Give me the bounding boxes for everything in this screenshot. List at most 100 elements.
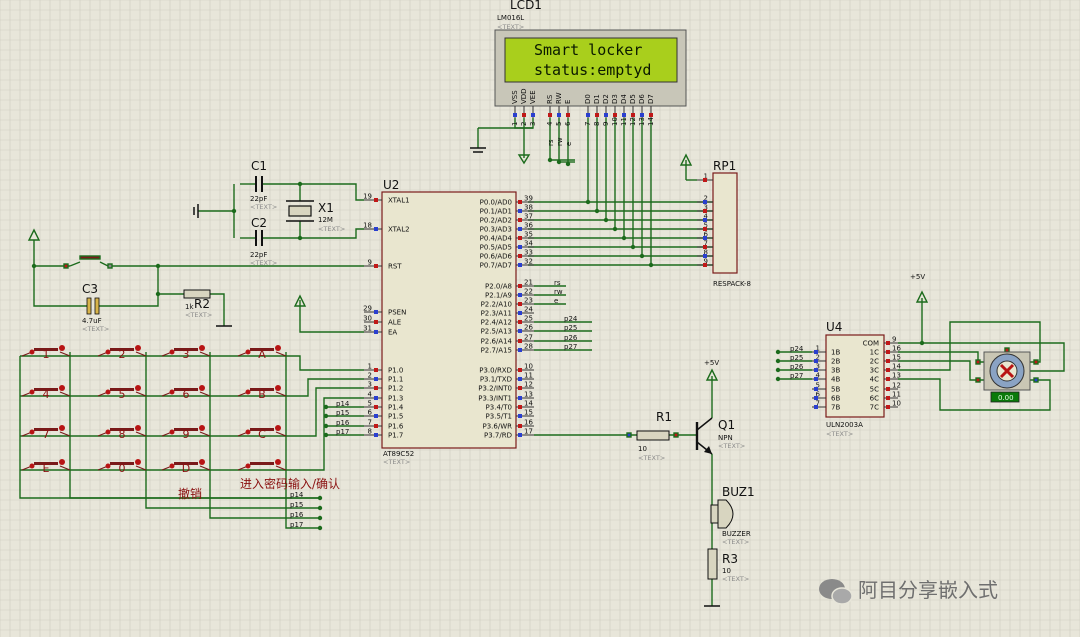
pin-marker <box>522 113 526 117</box>
keypad-key[interactable]: 0 <box>97 459 147 475</box>
rp1-pin-number: 5 <box>704 222 708 230</box>
pin-marker <box>557 113 561 117</box>
mcu-pin-number: 8 <box>368 428 372 436</box>
pin-marker <box>518 254 522 258</box>
x1-ref: X1 <box>318 201 334 215</box>
key-terminal <box>275 385 281 391</box>
junction <box>317 515 323 521</box>
pin-marker <box>703 200 707 204</box>
mcu-pin-name: P2.2/A10 <box>481 301 512 309</box>
mcu-body <box>381 191 517 449</box>
keypad-key[interactable]: 4 <box>21 385 71 401</box>
key-terminal <box>275 345 281 351</box>
mcu-pin-name: P2.6/A14 <box>481 338 513 346</box>
buzzer-buz1[interactable]: BUZ1 BUZZER <TEXT> <box>710 485 755 546</box>
keypad-key[interactable]: 2 <box>97 345 147 361</box>
power-arrow <box>705 368 719 381</box>
keypad-key[interactable]: 9 <box>161 425 211 441</box>
lcd-pin-number: 12 <box>629 117 637 126</box>
pin-marker <box>518 284 522 288</box>
pin-marker <box>814 387 818 391</box>
lcd-pin-label: RS <box>546 94 554 104</box>
uln-placeholder: <TEXT> <box>826 430 853 438</box>
uln-pin-name: 7C <box>870 404 879 412</box>
pin-marker <box>518 200 522 204</box>
keypad-key[interactable]: 1 <box>21 345 71 361</box>
keypad-key[interactable]: 8 <box>97 425 147 441</box>
pin-marker <box>673 432 679 438</box>
key-terminal <box>169 389 175 395</box>
junction <box>919 340 925 346</box>
key-label: 7 <box>43 428 50 441</box>
keypad-key[interactable]: E <box>21 459 71 475</box>
resistor-r3[interactable]: R3 10 <TEXT> <box>707 548 749 583</box>
lcd-line1: Smart locker <box>534 41 642 59</box>
mcu-pin-name: ALE <box>388 319 401 327</box>
key-label: 5 <box>119 388 126 401</box>
mcu-pin-name: P2.1/A9 <box>485 292 512 300</box>
keypad-key[interactable] <box>237 459 287 471</box>
keypad-key[interactable]: C <box>237 425 287 441</box>
uln-pin-number: 10 <box>892 400 901 408</box>
keypad-key[interactable]: 3 <box>161 345 211 361</box>
pin-marker <box>703 236 707 240</box>
lcd-pin-number: 2 <box>520 122 528 126</box>
pin-marker <box>886 396 890 400</box>
key-cap <box>250 428 274 431</box>
pin-marker <box>814 368 818 372</box>
mcu-pin-number: 21 <box>524 279 533 287</box>
key-terminal <box>105 389 111 395</box>
capacitor-c3[interactable]: C3 4.7uF <TEXT> <box>82 282 109 333</box>
key-cap <box>174 428 198 431</box>
uln-pin-number: 4 <box>816 372 821 380</box>
key-terminal <box>105 463 111 469</box>
pin-marker <box>1004 347 1010 353</box>
key-terminal <box>29 349 35 355</box>
pin-marker <box>518 405 522 409</box>
mcu-pin-number: 29 <box>363 305 372 313</box>
lcd-pin-number: 14 <box>647 117 655 126</box>
capacitor-c2[interactable]: C2 22pF <TEXT> <box>250 216 277 267</box>
key-cap <box>110 462 134 465</box>
r1-placeholder: <TEXT> <box>638 454 665 462</box>
lcd-component[interactable]: LCD1 LM016L <TEXT> Smart locker status:e… <box>494 0 687 146</box>
pin-marker <box>374 310 378 314</box>
resistor-r2[interactable]: R2 1k <TEXT> <box>183 289 212 319</box>
keypad-key[interactable]: B <box>237 385 287 401</box>
mcu-pin-number: 17 <box>524 428 533 436</box>
keypad-key[interactable]: 5 <box>97 385 147 401</box>
resistor-r1[interactable]: R1 10 <TEXT> <box>636 410 672 462</box>
pin-marker <box>374 330 378 334</box>
mcu-pin-number: 10 <box>524 363 533 371</box>
mcu-pin-number: 18 <box>363 222 372 230</box>
uln-pin-name: 5C <box>870 386 879 394</box>
uln-pin-number: 7 <box>816 400 820 408</box>
pin-marker <box>886 341 890 345</box>
pin-marker <box>640 113 644 117</box>
crystal-x1[interactable]: X1 12M <TEXT> <box>286 200 345 233</box>
rp1-pin-number: 2 <box>704 195 708 203</box>
keypad-key[interactable]: 7 <box>21 425 71 441</box>
uln-pin-name: 6C <box>870 395 879 403</box>
capacitor-c1[interactable]: C1 22pF <TEXT> <box>250 159 277 211</box>
uln-pin-number: 15 <box>892 354 901 362</box>
junction <box>639 253 645 259</box>
key-terminal <box>275 459 281 465</box>
keypad-key[interactable]: D <box>161 459 211 475</box>
lcd-pin-number: 10 <box>611 117 619 126</box>
mcu-pin-name: P2.5/A13 <box>481 328 512 336</box>
stepper-motor[interactable]: 0.00 <box>983 351 1031 403</box>
junction <box>317 525 323 531</box>
lcd-pin-number: 11 <box>620 117 628 126</box>
mcu-pin-number: 6 <box>368 409 373 417</box>
keypad-key[interactable]: 6 <box>161 385 211 401</box>
keypad-key[interactable]: A <box>237 345 287 361</box>
lcd-pin-label: D6 <box>638 94 646 104</box>
mcu-pin-name: P3.2/INT0 <box>478 385 512 393</box>
transistor-q1[interactable]: +5V Q1 NPN <TEXT> <box>695 359 745 455</box>
